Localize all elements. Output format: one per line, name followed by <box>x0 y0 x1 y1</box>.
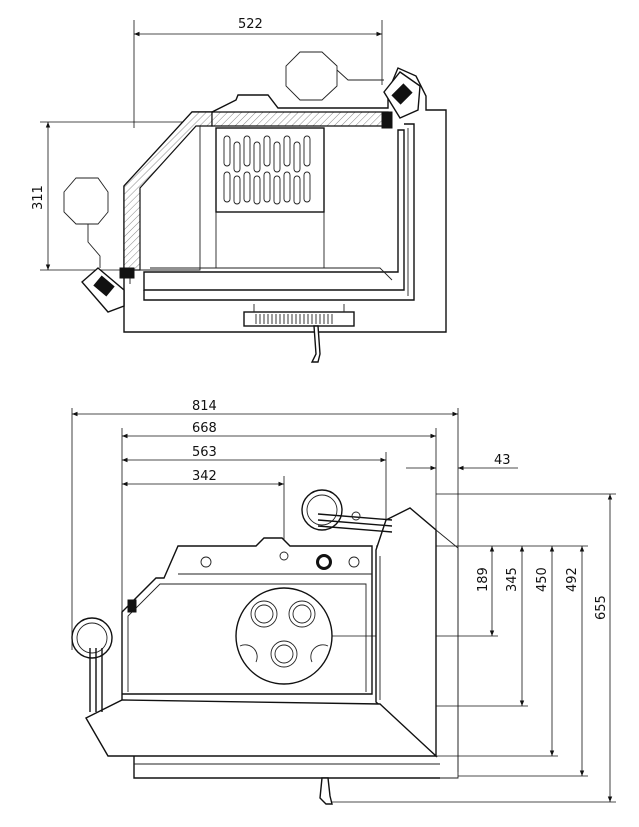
flue-octagon-left <box>63 177 109 225</box>
dimension-522: 522 <box>133 17 383 128</box>
door-handle-front <box>319 777 333 805</box>
insulation-wall <box>123 111 213 271</box>
dimension-655: 655 <box>330 493 616 803</box>
dimension-label-43: 43 <box>494 453 511 468</box>
dimension-label-814: 814 <box>192 399 217 414</box>
dimension-311: 311 <box>31 121 212 271</box>
flue-pipe-right <box>301 489 393 533</box>
ash-drawer <box>243 311 355 327</box>
dimension-label-563: 563 <box>192 445 217 460</box>
dimension-label-345: 345 <box>505 567 520 592</box>
dimension-563: 563 <box>122 445 387 550</box>
dimension-label-668: 668 <box>192 421 217 436</box>
dimension-43: 43 <box>406 453 518 471</box>
dimension-label-655: 655 <box>594 595 609 620</box>
dimension-450: 450 <box>436 545 558 757</box>
dimension-342: 342 <box>122 469 285 540</box>
dimension-label-189: 189 <box>476 567 491 592</box>
burner-plate <box>235 587 333 685</box>
dimension-492: 492 <box>458 545 588 777</box>
glass-door-bottom <box>85 699 438 757</box>
front-view: 814 668 563 342 43 189 <box>71 399 616 805</box>
front-body <box>121 537 373 700</box>
flue-pipe-left <box>71 599 137 712</box>
door-handle-top <box>310 325 321 363</box>
grate-slots <box>223 135 311 205</box>
dimension-814: 814 <box>71 399 459 772</box>
ash-drawer-slots <box>255 314 333 324</box>
dimension-label-522: 522 <box>238 17 263 32</box>
dimension-label-311: 311 <box>31 185 46 210</box>
top-view: 522 311 <box>31 17 447 363</box>
dimension-label-450: 450 <box>535 567 550 592</box>
dimension-label-342: 342 <box>192 469 217 484</box>
corner-clamp-left <box>81 267 125 313</box>
flue-octagon-top <box>285 51 338 101</box>
corner-clamp-right <box>383 71 421 119</box>
dimension-label-492: 492 <box>565 567 580 592</box>
